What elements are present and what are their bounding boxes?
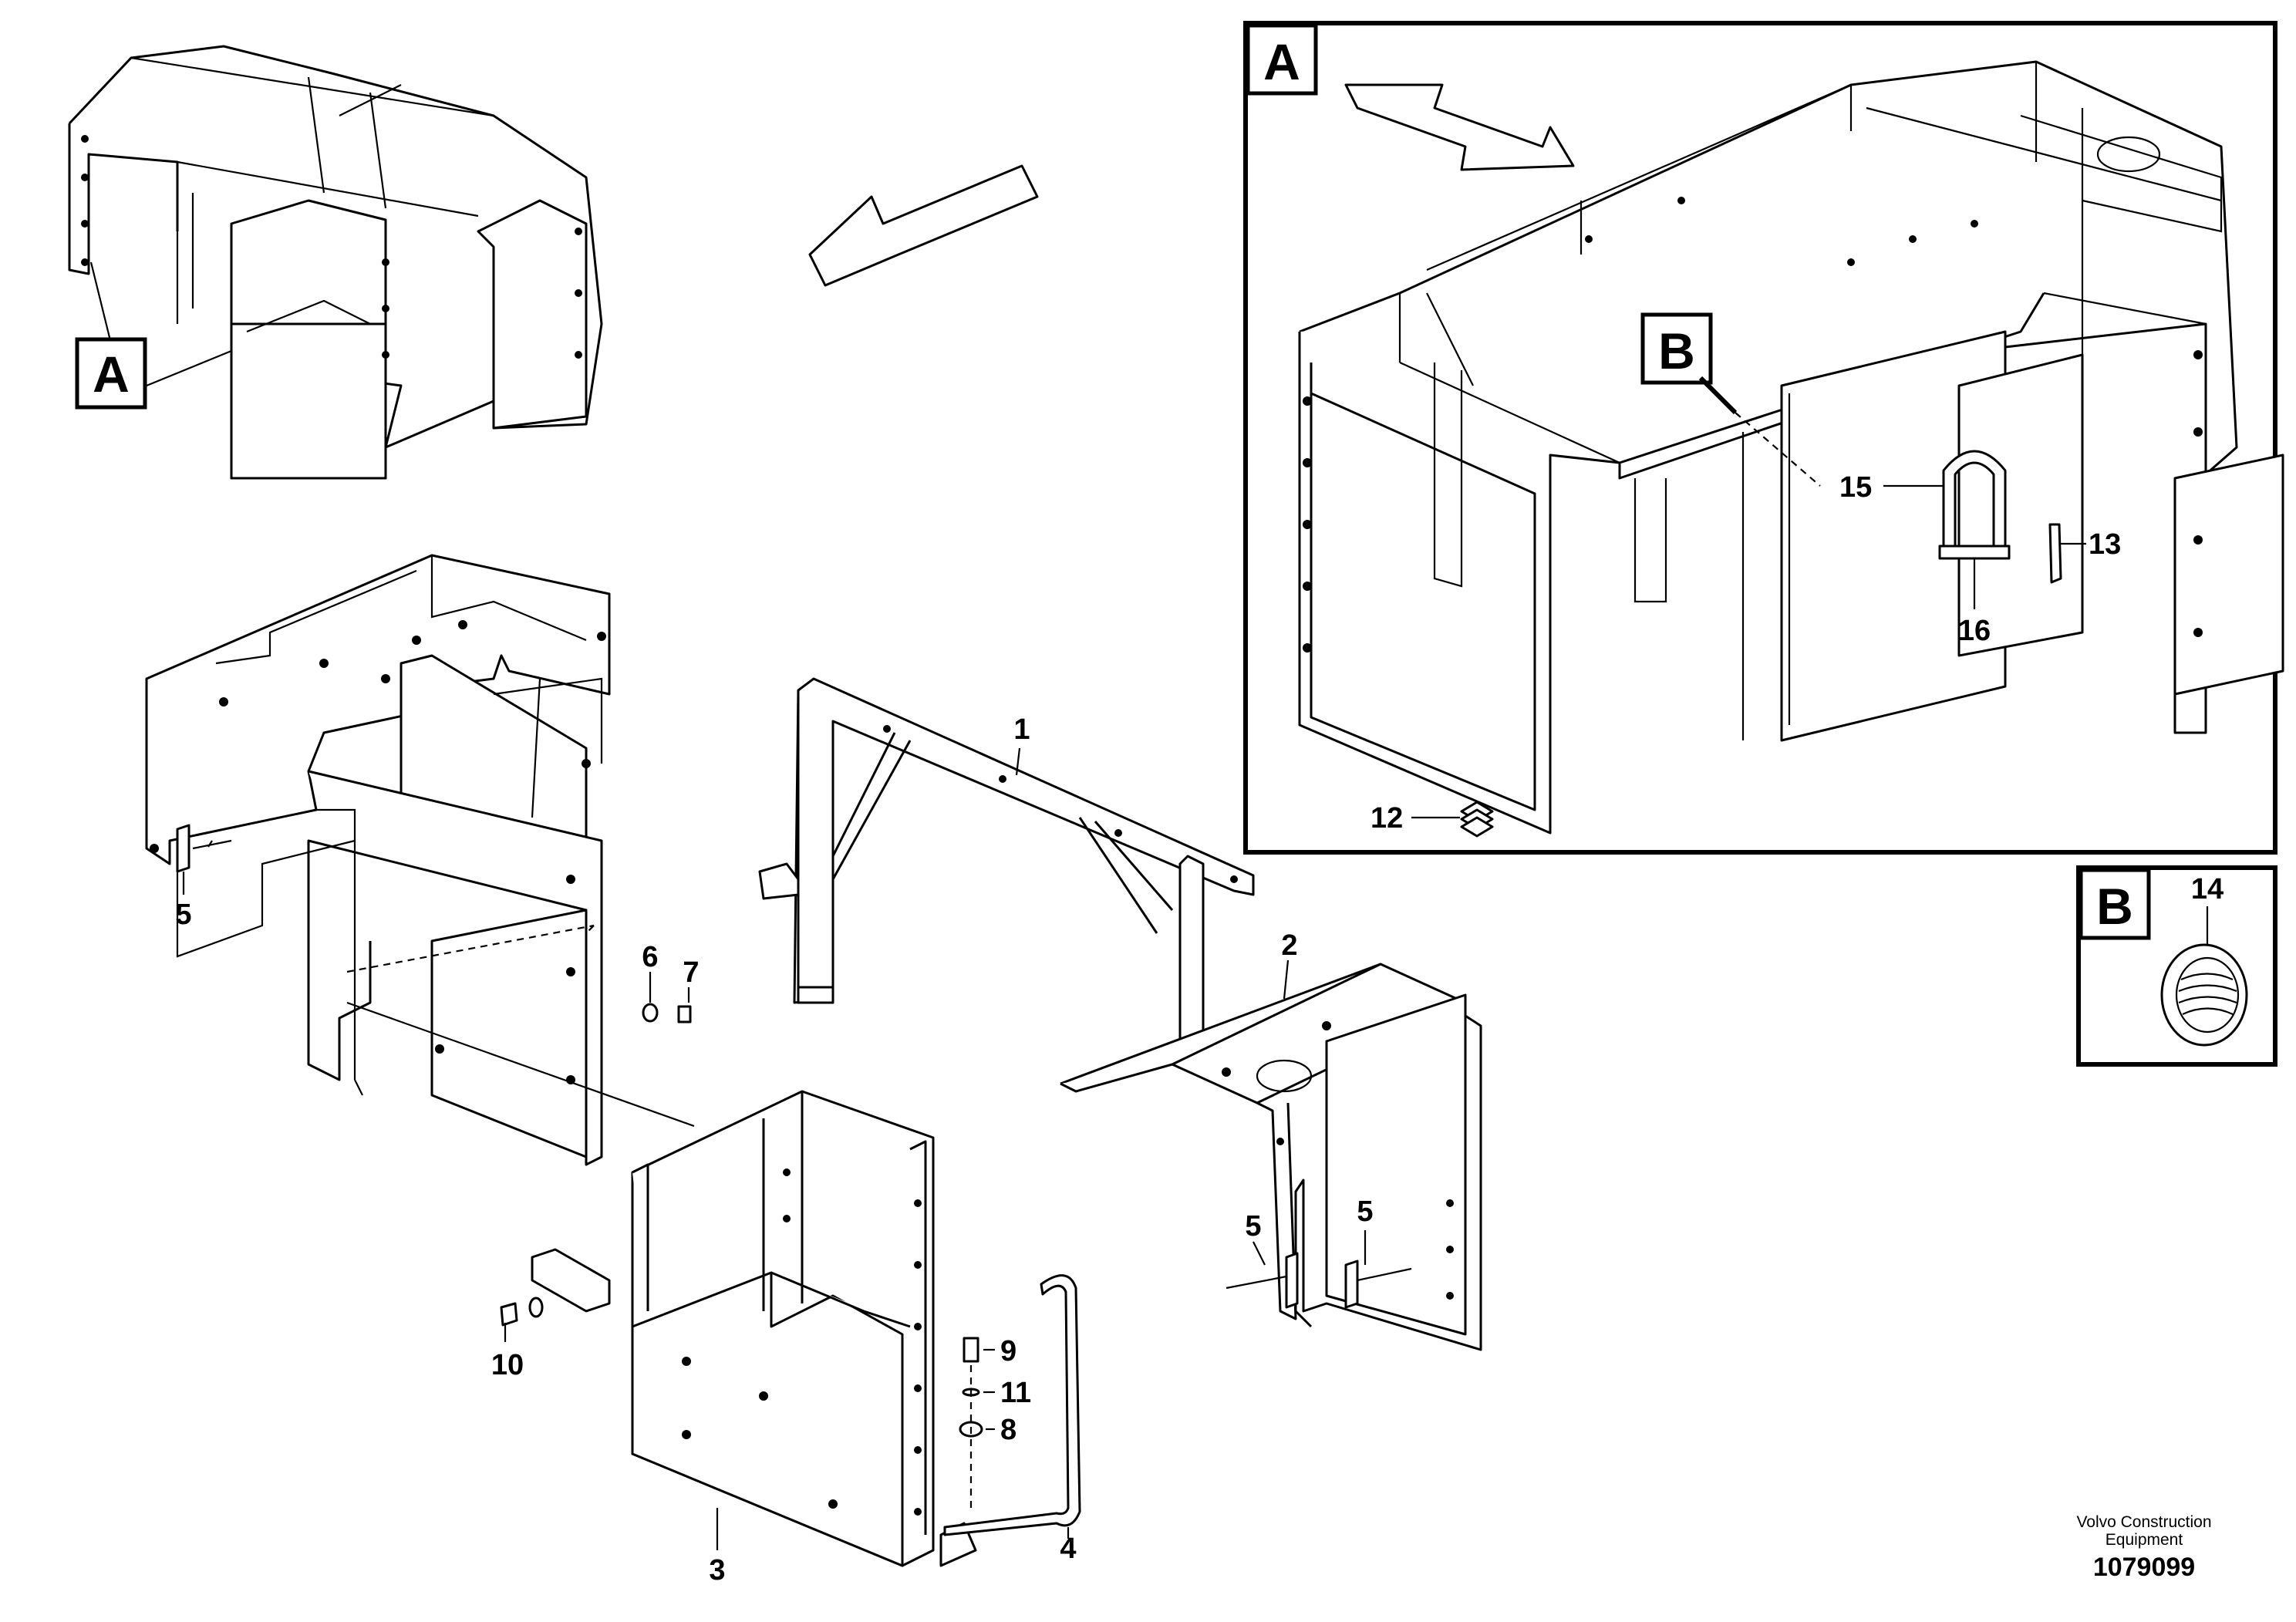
label-5a: 5 <box>175 899 191 931</box>
label-14: 14 <box>2191 873 2224 905</box>
part-10-bolt <box>500 1302 518 1327</box>
left-cab-side-assembly <box>145 554 695 1166</box>
callout-box-b-inset <box>2079 868 2151 940</box>
leader-b-dashed <box>1735 412 1821 487</box>
direction-arrow-detail <box>1344 83 1575 171</box>
callout-box-b-detail <box>1640 312 1713 385</box>
callout-box-a-thumb <box>75 337 147 410</box>
label-9: 9 <box>1000 1335 1017 1367</box>
part-14-grommet <box>2160 943 2248 1047</box>
part-4-handle <box>943 1274 1081 1536</box>
label-16: 16 <box>1958 615 1991 647</box>
part-5a-bracket <box>176 824 190 873</box>
label-5b: 5 <box>1245 1210 1261 1243</box>
leader-a-thumb-2 <box>146 349 232 387</box>
direction-arrow-left <box>808 164 1039 287</box>
leader-2 <box>1283 959 1290 1000</box>
label-1: 1 <box>1013 713 1030 746</box>
label-8: 8 <box>1000 1414 1017 1446</box>
callout-a-thumb: A <box>93 346 130 403</box>
callout-a-detail: A <box>1263 33 1300 90</box>
part-5a-bolt <box>192 839 232 850</box>
footer-ref: 1079099 <box>2093 1553 2195 1582</box>
label-4: 4 <box>1060 1533 1076 1565</box>
part-9-bolt <box>963 1337 979 1363</box>
footer-line-2: Equipment <box>2106 1531 2183 1549</box>
part-5b-bolt <box>1226 1275 1287 1290</box>
footer-line-1: Volvo Construction <box>2076 1513 2211 1531</box>
label-15: 15 <box>1839 471 1872 504</box>
part-12-pad-stack <box>1460 801 1494 838</box>
part-5c-bolt <box>1357 1267 1412 1282</box>
part-13-clip <box>2048 523 2062 584</box>
label-7: 7 <box>683 956 699 989</box>
part-16-plate <box>1938 545 2011 560</box>
label-13: 13 <box>2089 528 2121 561</box>
callout-b-detail: B <box>1658 322 1695 379</box>
detail-cab-frame <box>1298 60 2284 835</box>
inset-b-frame <box>2076 865 2277 1067</box>
part-10-bracket <box>531 1248 611 1313</box>
label-11: 11 <box>1000 1377 1031 1409</box>
label-10: 10 <box>491 1349 524 1381</box>
overview-cab-frame <box>68 45 603 480</box>
label-5c: 5 <box>1357 1195 1373 1228</box>
label-6: 6 <box>642 941 658 973</box>
label-12: 12 <box>1371 802 1403 835</box>
leader-b-solid <box>1698 376 1738 415</box>
leader-5b <box>1253 1241 1266 1266</box>
label-3: 3 <box>709 1554 725 1587</box>
part-5b-bracket <box>1285 1252 1299 1309</box>
part-5c-bracket <box>1344 1259 1359 1309</box>
part-2-right-frame <box>1060 963 1482 1351</box>
callout-b-inset: B <box>2096 878 2133 935</box>
detail-a-frame <box>1243 21 2277 855</box>
callout-box-a-detail <box>1246 23 1318 96</box>
part-3-lower-box <box>631 1090 977 1567</box>
part-6-washer <box>642 1003 659 1023</box>
part-1-frame-beam <box>758 677 1255 1178</box>
leader-1 <box>1015 747 1021 776</box>
label-2: 2 <box>1281 929 1297 962</box>
part-7-bolt <box>677 1005 692 1023</box>
part-10-washer <box>528 1297 544 1318</box>
